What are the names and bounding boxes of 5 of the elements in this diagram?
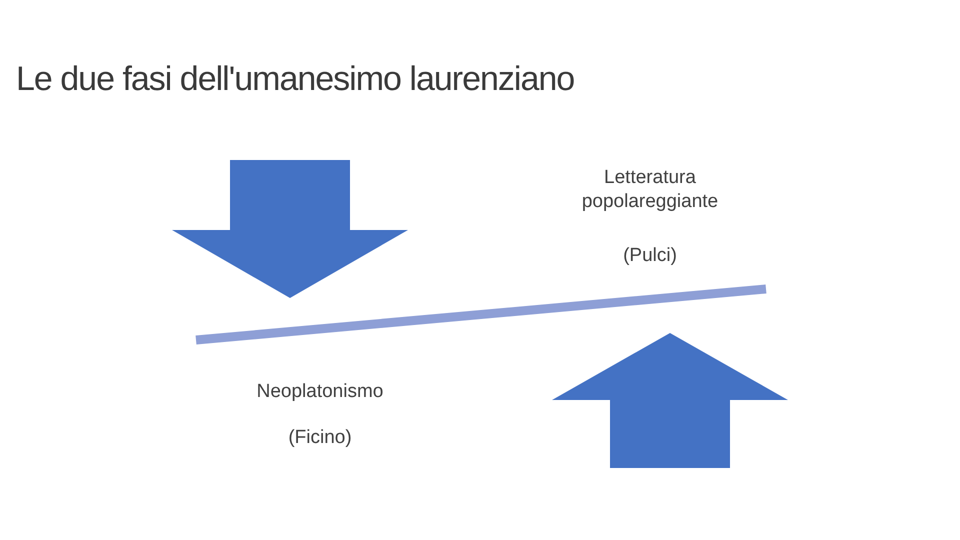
text-label: (Pulci) xyxy=(622,244,678,268)
text-label: Letteratura popolareggiante xyxy=(580,166,720,214)
text-label: (Ficino) xyxy=(287,426,353,450)
text-label: Neoplatonismo xyxy=(256,380,384,404)
slide-title: Le due fasi dell'umanesimo laurenziano xyxy=(16,60,574,99)
